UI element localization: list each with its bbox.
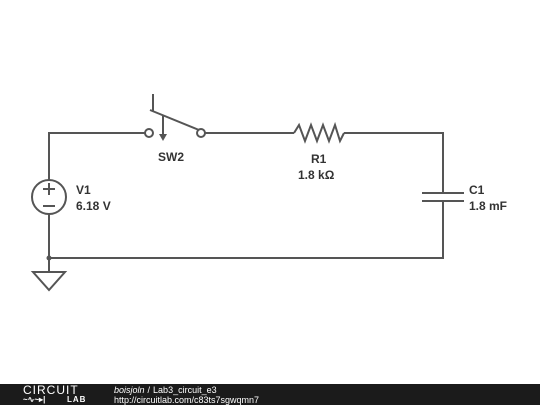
ground-symbol <box>30 271 68 292</box>
resistor-r1[interactable] <box>293 121 345 144</box>
r1-name-label: R1 <box>311 152 327 166</box>
switch-sw2[interactable] <box>144 94 206 141</box>
footer-title-line: boisjoln/Lab3_circuit_e3 <box>114 385 217 395</box>
footer-bar: CIRCUIT ~∿~▸| LAB boisjoln/Lab3_circuit_… <box>0 384 540 405</box>
circuit-url-link[interactable]: http://circuitlab.com/c83ts7sgwqmn7 <box>114 395 260 405</box>
r1-value-label: 1.8 kΩ <box>298 168 335 182</box>
switch-lever <box>149 109 200 131</box>
c1-value-label: 1.8 mF <box>469 199 507 213</box>
switch-arrow-head <box>159 134 167 141</box>
circuit-title: Lab3_circuit_e3 <box>153 385 217 395</box>
wire-bottom <box>48 201 444 259</box>
voltage-source-body <box>31 179 67 215</box>
title-separator: / <box>147 385 151 395</box>
circuitlab-logo[interactable]: CIRCUIT ~∿~▸| LAB <box>23 384 95 405</box>
switch-contact-right <box>196 128 206 138</box>
wires <box>46 132 444 272</box>
v1-name-label: V1 <box>76 183 91 197</box>
switch-contact-left <box>144 128 154 138</box>
logo-text-circuit: CIRCUIT <box>23 383 79 397</box>
author-link[interactable]: boisjoln <box>114 385 145 395</box>
logo-bottom-row: ~∿~▸| LAB <box>23 395 95 405</box>
voltage-source-v1[interactable] <box>31 179 67 215</box>
wire-left-top <box>48 132 145 180</box>
c1-name-label: C1 <box>469 183 485 197</box>
capacitor-c1[interactable] <box>422 192 464 202</box>
sw2-name-label: SW2 <box>158 150 184 164</box>
v1-value-label: 6.18 V <box>76 199 111 213</box>
logo-resistor-icon: ~∿~▸| <box>23 395 46 404</box>
circuit-schematic: V1 6.18 V SW2 R1 1.8 kΩ C1 1.8 mF <box>30 94 507 292</box>
logo-text-lab: LAB <box>67 395 87 404</box>
ground-junction <box>46 255 52 261</box>
wire-resistor-to-capacitor <box>344 132 444 193</box>
